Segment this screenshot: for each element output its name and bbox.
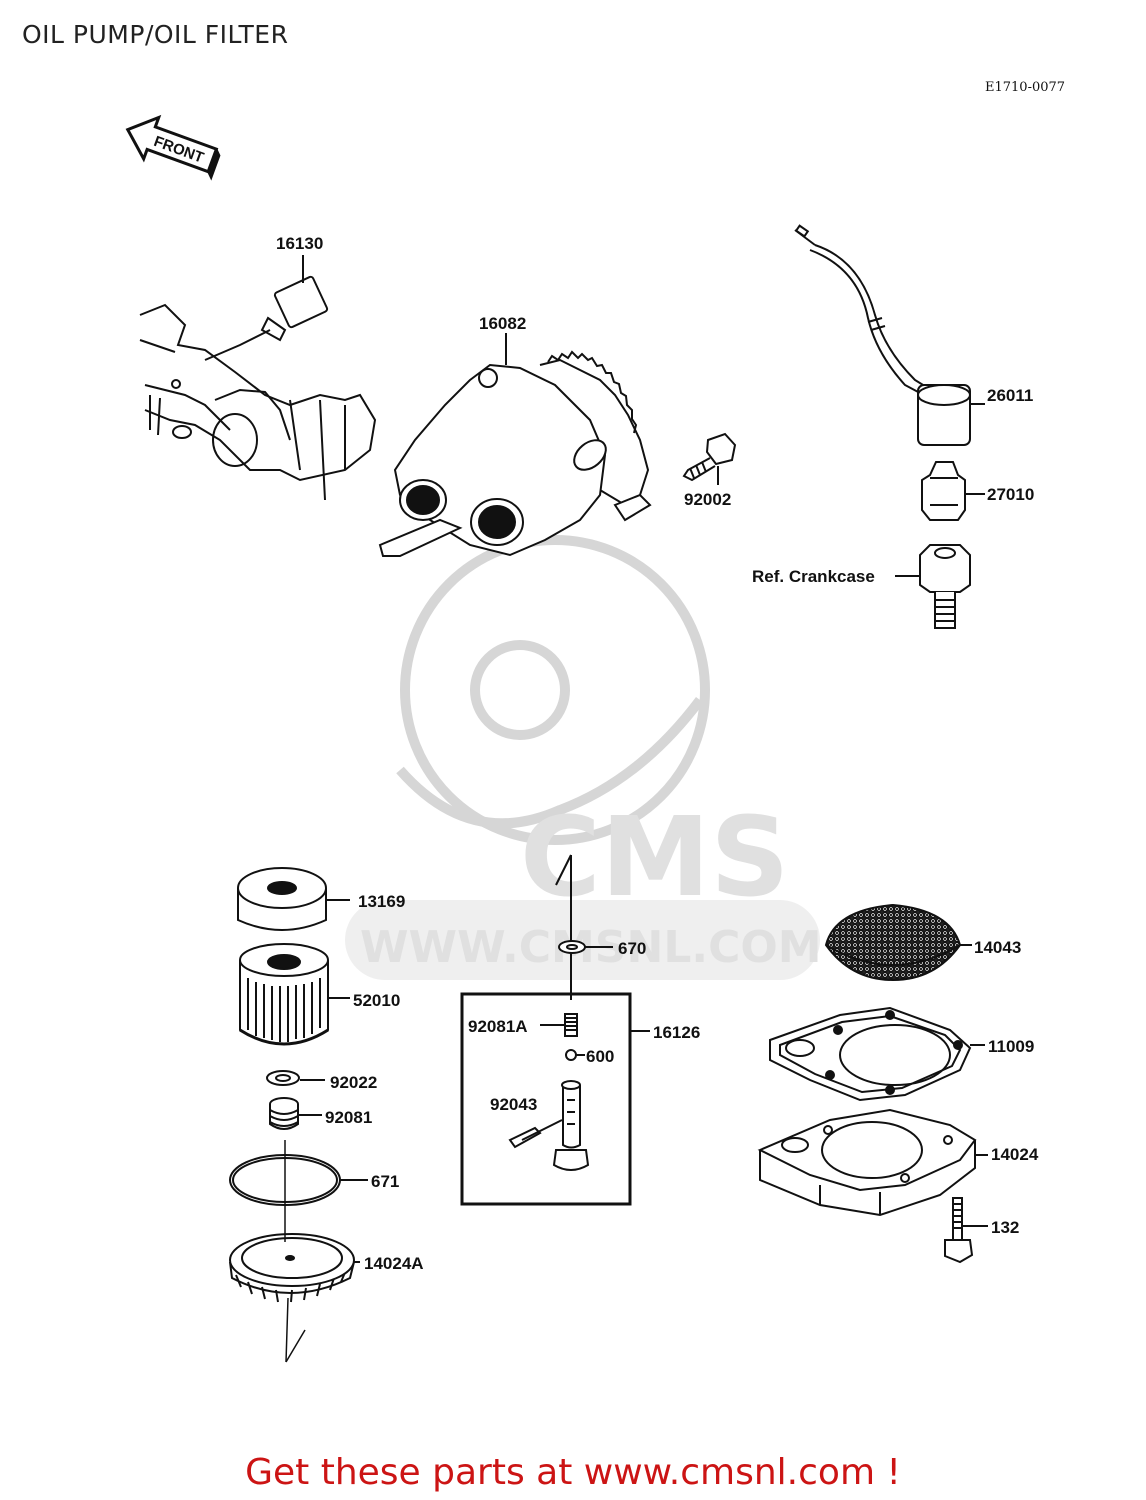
filter-axis-line bbox=[284, 1140, 306, 1363]
part-26011-switch-lead bbox=[794, 224, 985, 446]
watermark: CMS WWW.CMSNL.COM bbox=[345, 535, 822, 980]
part-92081-spring bbox=[269, 1097, 322, 1130]
watermark-brand: CMS bbox=[520, 793, 789, 921]
callout-671: 671 bbox=[371, 1172, 399, 1191]
diagram-code: E1710-0077 bbox=[985, 80, 1066, 95]
parts-diagram: CMS WWW.CMSNL.COM FRONT bbox=[125, 114, 1039, 1363]
callout-14024A: 14024A bbox=[364, 1254, 424, 1273]
page-title: OIL PUMP/OIL FILTER bbox=[22, 20, 289, 49]
callout-labels: 16130 16082 92002 26011 27010 Ref. Crank… bbox=[276, 234, 1039, 1273]
part-16082-oil-pump bbox=[378, 333, 652, 557]
front-arrow-icon: FRONT bbox=[125, 114, 221, 181]
part-670-washer bbox=[555, 854, 613, 1000]
part-92002-bolt bbox=[682, 432, 737, 485]
part-132-bolt bbox=[944, 1197, 988, 1264]
callout-52010: 52010 bbox=[353, 991, 400, 1010]
callout-132: 132 bbox=[991, 1218, 1019, 1237]
crankcase-section bbox=[139, 303, 377, 501]
part-14024-pan-cover bbox=[757, 1108, 988, 1217]
shop-link[interactable]: Get these parts at www.cmsnl.com ! bbox=[245, 1452, 901, 1493]
part-13169 bbox=[237, 867, 350, 931]
callout-92081: 92081 bbox=[325, 1108, 372, 1127]
part-11009-gasket bbox=[769, 1006, 985, 1102]
part-92022-washer bbox=[266, 1070, 325, 1086]
callout-13169: 13169 bbox=[358, 892, 405, 911]
callout-600: 600 bbox=[586, 1047, 614, 1066]
callout-ref-crankcase: Ref. Crankcase bbox=[752, 567, 875, 586]
callout-670: 670 bbox=[618, 939, 646, 958]
part-14024A-filter-cover bbox=[229, 1233, 360, 1303]
part-14043-strainer bbox=[824, 903, 972, 982]
part-16126-valve-box bbox=[460, 992, 650, 1206]
callout-92043: 92043 bbox=[490, 1095, 537, 1114]
callout-16082: 16082 bbox=[479, 314, 526, 333]
part-671-o-ring bbox=[229, 1154, 368, 1206]
part-52010-oil-filter bbox=[239, 943, 350, 1046]
callout-14024: 14024 bbox=[991, 1145, 1039, 1164]
callout-16130: 16130 bbox=[276, 234, 323, 253]
callout-92022: 92022 bbox=[330, 1073, 377, 1092]
part-16130-relief-valve bbox=[204, 255, 329, 361]
callout-92081A: 92081A bbox=[468, 1017, 528, 1036]
callout-27010: 27010 bbox=[987, 485, 1034, 504]
callout-16126: 16126 bbox=[653, 1023, 700, 1042]
callout-26011: 26011 bbox=[987, 386, 1033, 405]
callout-14043: 14043 bbox=[974, 938, 1021, 957]
ref-crankcase-fitting bbox=[895, 544, 971, 629]
callout-11009: 11009 bbox=[988, 1037, 1034, 1056]
part-27010-pressure-switch bbox=[921, 461, 985, 521]
callout-92002: 92002 bbox=[684, 490, 731, 509]
